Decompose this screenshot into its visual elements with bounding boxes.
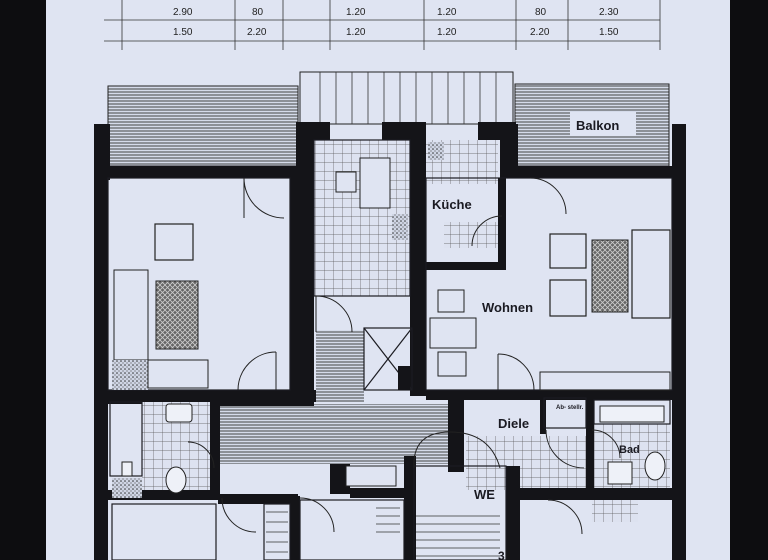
dim-top-5: 80: [535, 7, 547, 18]
dim-bottom-3: 1.20: [346, 27, 366, 38]
label-diele: Diele: [498, 416, 529, 431]
entrance-stair: [221, 431, 583, 557]
corridor-floor: [213, 404, 449, 464]
dim-top-3: 1.20: [346, 7, 366, 18]
kitchen-tiles-2: [444, 222, 498, 248]
bedroom-furniture: [112, 177, 285, 391]
label-kueche: Küche: [432, 197, 472, 212]
stairwell-furniture: [315, 142, 444, 390]
dim-top-1: 2.90: [173, 7, 193, 18]
dim-top-2: 80: [252, 7, 264, 18]
balcony-left: [107, 85, 299, 167]
dim-bottom-1: 1.50: [173, 27, 193, 38]
living-furniture: [429, 177, 671, 391]
sanitary-fixtures: [112, 403, 666, 498]
dim-bottom-4: 1.20: [437, 27, 457, 38]
label-stair-number: 3: [498, 549, 505, 560]
label-bad: Bad: [619, 444, 640, 456]
room-labels: Balkon Küche Wohnen Diele Bad WE Ab- ste…: [428, 112, 640, 560]
label-wohnen: Wohnen: [482, 300, 533, 315]
dim-bottom-2: 2.20: [247, 27, 267, 38]
walls: [94, 122, 686, 560]
label-balkon: Balkon: [576, 118, 619, 133]
diele-tiles: [466, 436, 590, 490]
stair-landing-top: [299, 71, 514, 125]
dim-top-4: 1.20: [437, 7, 457, 18]
dim-top-6: 2.30: [599, 7, 619, 18]
corridor-floor-2: [316, 330, 364, 402]
label-abstell: Ab- stellr.: [556, 405, 584, 411]
lower-tiles: [592, 500, 638, 522]
dimension-chain: 2.90 80 1.20 1.20 80 2.30 1.50 2.20 1.20…: [104, 0, 661, 50]
label-we: WE: [474, 487, 495, 502]
dim-bottom-6: 1.50: [599, 27, 619, 38]
dim-bottom-5: 2.20: [530, 27, 550, 38]
